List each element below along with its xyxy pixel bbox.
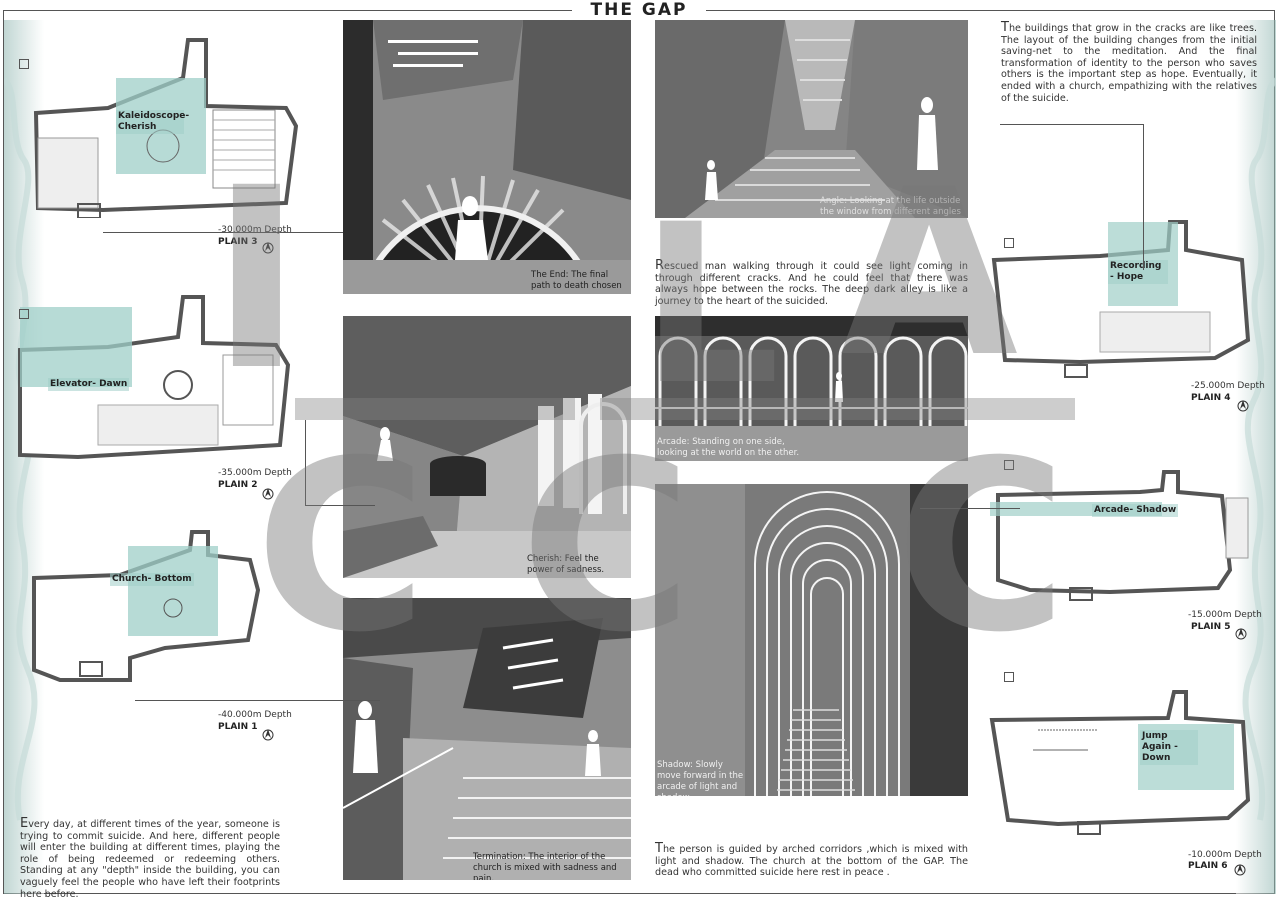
plan-3-depth: -30.000m Depth: [218, 225, 292, 235]
plan-4-label: Recording - Hope: [1108, 260, 1168, 284]
trees-first-letter: T: [1001, 20, 1009, 35]
plan-6-label: Jump Again - Down: [1140, 730, 1198, 765]
plan-2-label: Elevator- Dawn: [48, 378, 130, 391]
north-arrow-icon: [1235, 628, 1247, 640]
caption-angle: Angle: Looking at the life outside the w…: [820, 196, 961, 217]
render-cherish: Cherish: Feel the power of sadness.: [343, 316, 631, 578]
plan-4-leader-v: [1143, 124, 1144, 270]
plan-4-name: PLAIN 4: [1191, 393, 1231, 403]
render-the-end: The End: The final path to death chosen: [343, 20, 631, 294]
north-arrow-icon: [262, 729, 274, 741]
render-shadow: Shadow: Slowly move forward in the arcad…: [655, 484, 968, 796]
caption-the-end: The End: The final path to death chosen: [531, 270, 622, 291]
plan-2-depth: -35.000m Depth: [218, 468, 292, 478]
plan-2-marker: [19, 309, 29, 319]
north-arrow-icon: [1237, 400, 1249, 412]
render-termination: Termination: The interior of the church …: [343, 598, 631, 880]
north-arrow-icon: [262, 488, 274, 500]
plan-1-label: Church- Bottom: [110, 573, 194, 586]
cherish-leader: [305, 420, 306, 505]
plan-2-name: PLAIN 2: [218, 480, 258, 490]
rescued-paragraph: Rescued man walking through it could see…: [655, 258, 968, 307]
north-arrow-icon: [1234, 864, 1246, 876]
rescued-first-letter: R: [655, 258, 665, 273]
guided-paragraph: The person is guided by arched corridors…: [655, 841, 968, 879]
plan-3-marker: [19, 59, 29, 69]
caption-cherish: Cherish: Feel the power of sadness.: [527, 554, 605, 575]
trees-text: he buildings that grow in the cracks are…: [1001, 23, 1257, 104]
plan-plain-5: Arcade- Shadow: [982, 470, 1252, 605]
watermark-bar-right: [600, 398, 1075, 420]
arcade-leader: [920, 508, 1020, 509]
intro-first-letter: E: [20, 816, 29, 831]
plan-5-marker: [1004, 460, 1014, 470]
plan-5-name: PLAIN 5: [1191, 622, 1231, 632]
plan-3-leader: [103, 232, 343, 233]
plan-3-name: PLAIN 3: [218, 237, 258, 247]
north-arrow-icon: [262, 242, 274, 254]
guided-text: he person is guided by arched corridors …: [655, 844, 968, 879]
render-arcade: Arcade: Standing on one side, looking at…: [655, 316, 968, 461]
plan-1-name: PLAIN 1: [218, 722, 258, 732]
rescued-text: escued man walking through it could see …: [655, 261, 968, 307]
render-angle: Angle: Looking at the life outside the w…: [655, 20, 968, 218]
guided-first-letter: T: [655, 841, 663, 856]
plan-plain-3: Kaleidoscope-Cherish: [28, 38, 299, 219]
plan-4-leader: [1000, 124, 1144, 125]
plan-plain-4: Recording - Hope: [990, 220, 1252, 380]
plan-6-name: PLAIN 6: [1188, 861, 1228, 871]
plan-1-depth: -40.000m Depth: [218, 710, 292, 720]
plan-plain-6: Jump Again - Down: [988, 690, 1252, 840]
cherish-leader-h: [305, 505, 375, 506]
caption-termination: Termination: The interior of the church …: [473, 852, 617, 880]
watermark-bar-left: [295, 398, 575, 420]
plan-6-marker: [1004, 672, 1014, 682]
plan-plain-1: Church- Bottom: [30, 530, 261, 685]
plan-6-depth: -10.000m Depth: [1188, 850, 1262, 860]
caption-arcade: Arcade: Standing on one side, looking at…: [657, 437, 800, 458]
trees-paragraph: The buildings that grow in the cracks ar…: [1001, 20, 1257, 104]
intro-text: very day, at different times of the year…: [20, 819, 280, 900]
plan-5-label: Arcade- Shadow: [1092, 504, 1179, 517]
caption-shadow: Shadow: Slowly move forward in the arcad…: [657, 760, 744, 796]
plan-5-depth: -15.000m Depth: [1188, 610, 1262, 620]
plan-4-marker: [1004, 238, 1014, 248]
plan-3-label: Kaleidoscope-Cherish: [116, 110, 190, 134]
plan-plain-2: Elevator- Dawn: [18, 295, 293, 465]
plan-1-leader: [135, 700, 380, 701]
page-title: THE GAP: [572, 0, 706, 20]
plan-4-depth: -25.000m Depth: [1191, 381, 1265, 391]
intro-paragraph: Every day, at different times of the yea…: [20, 816, 280, 900]
